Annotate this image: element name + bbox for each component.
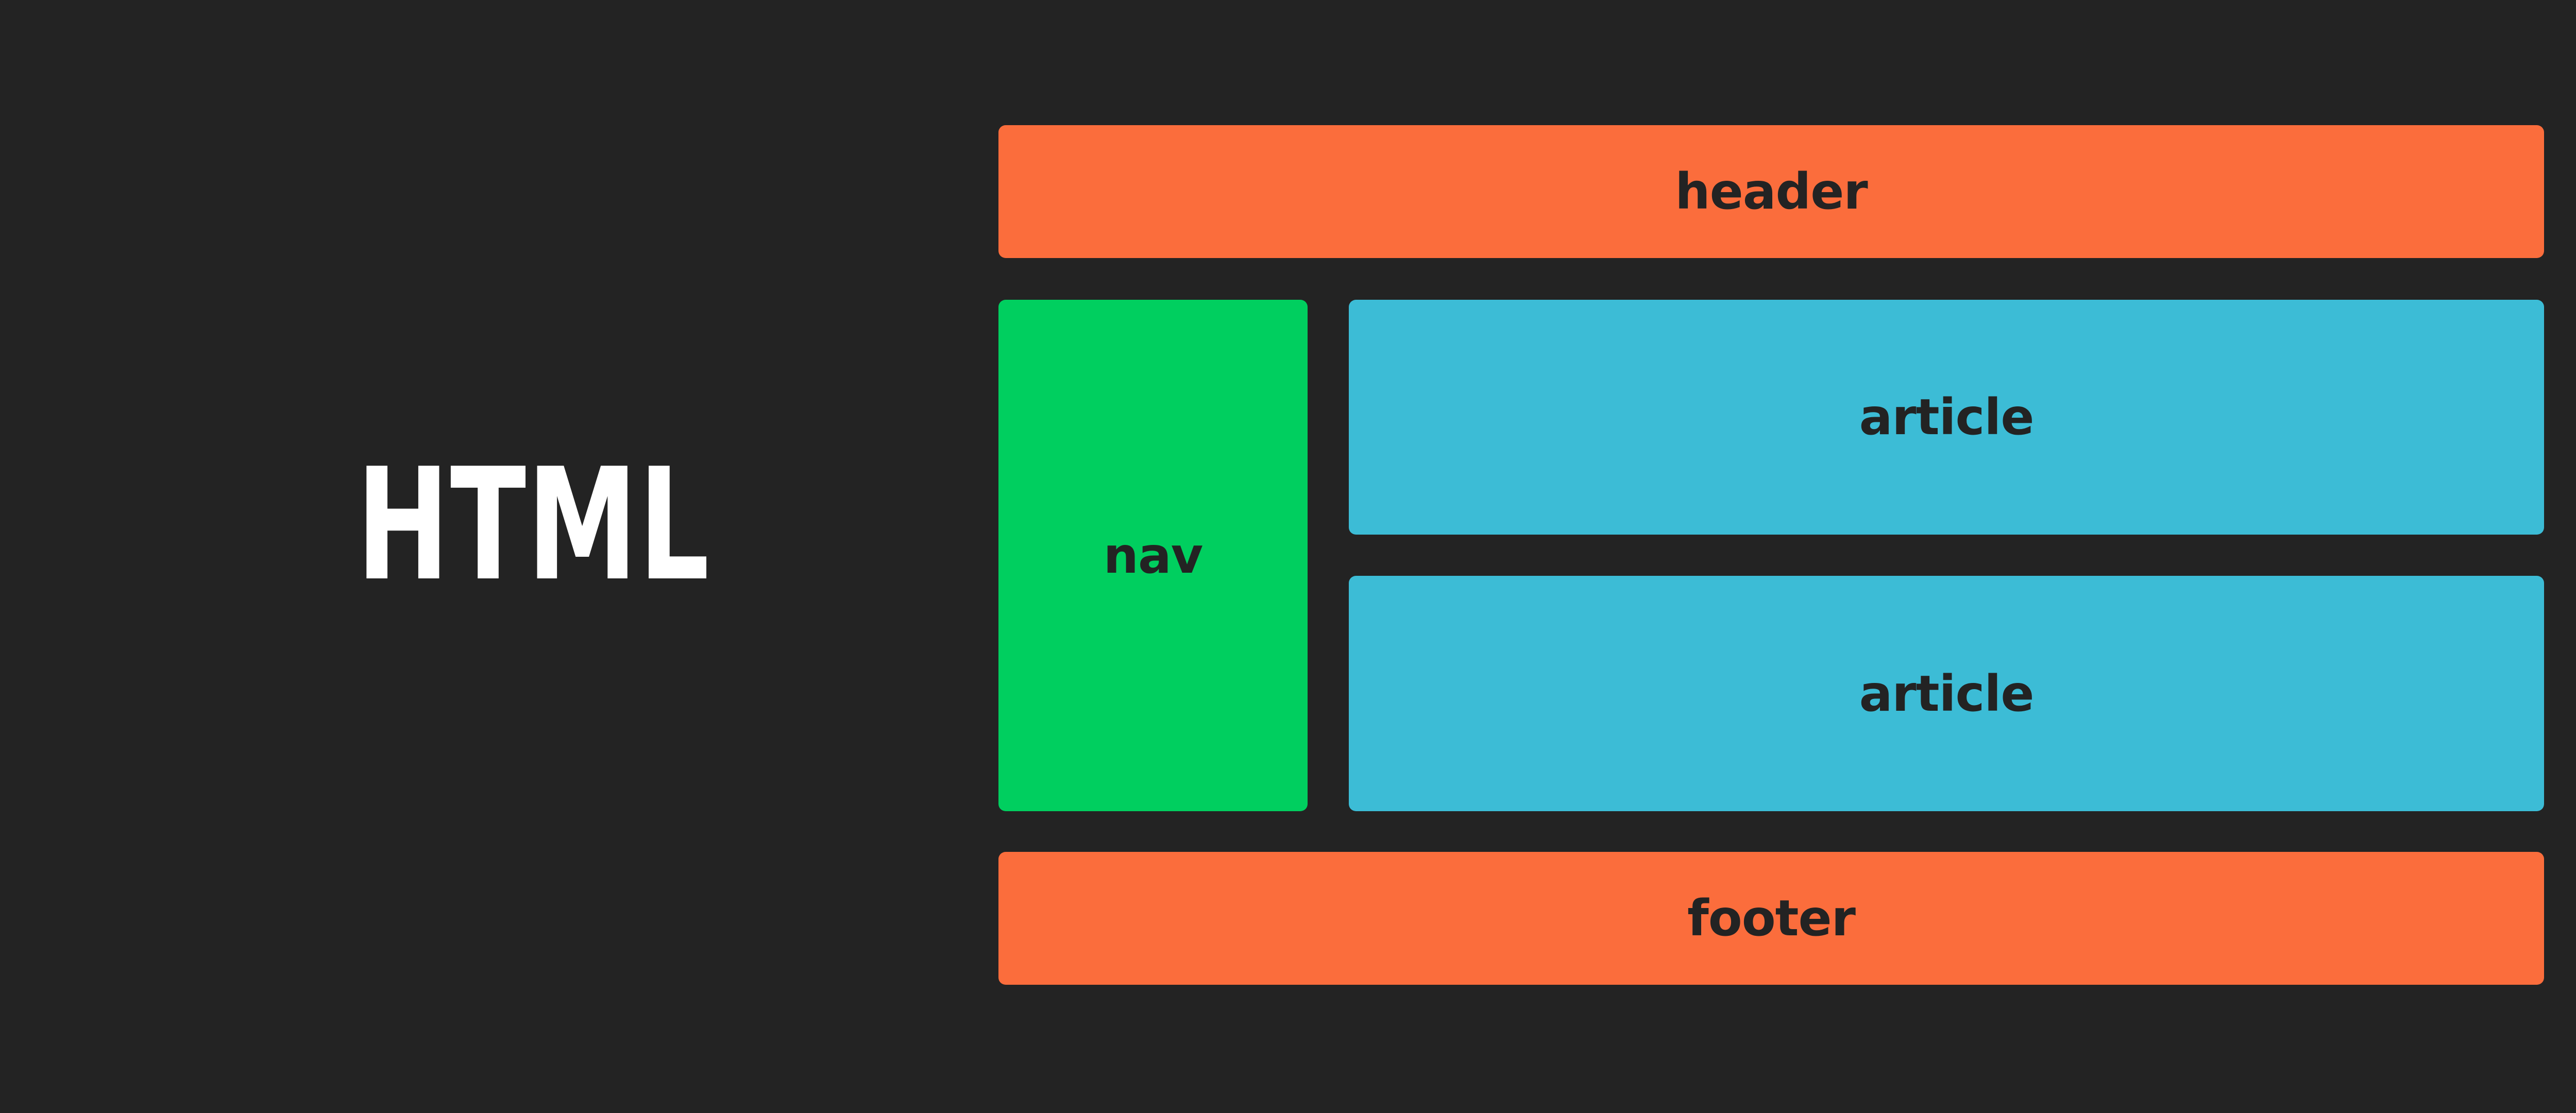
layout-block-header[interactable]: header (998, 125, 2544, 258)
layout-block-footer[interactable]: footer (998, 852, 2544, 985)
layout-main-row: nav article article (998, 300, 2544, 811)
layout-block-footer-label: footer (1687, 889, 1856, 947)
layout-block-article-2-label: article (1859, 664, 2035, 723)
layout-block-article-1[interactable]: article (1349, 300, 2544, 535)
layout-block-header-label: header (1675, 163, 1868, 220)
layout-block-article-2[interactable]: article (1349, 576, 2544, 811)
html-title-label: HTML (356, 435, 710, 615)
layout-block-article-1-label: article (1859, 388, 2035, 446)
page-layout-diagram: header nav article article footer (998, 125, 2544, 985)
layout-block-nav[interactable]: nav (998, 300, 1308, 811)
layout-block-nav-label: nav (1103, 526, 1204, 585)
layout-articles-column: article article (1349, 300, 2544, 811)
